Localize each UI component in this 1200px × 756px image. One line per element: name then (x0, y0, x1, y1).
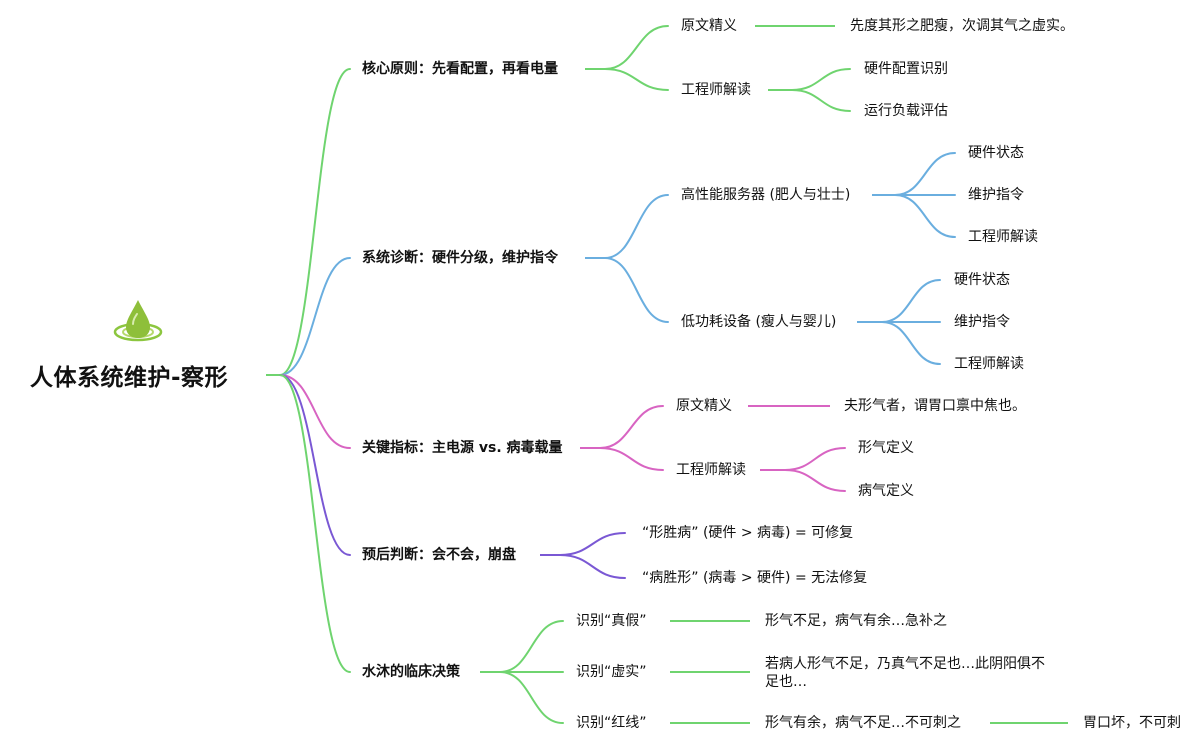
leaf-quote-2: 夫形气者，谓胃口禀中焦也。 (844, 398, 1026, 414)
branch-clinical-decision: 水沐的临床决策 (362, 664, 460, 680)
node-high-performance: 高性能服务器 (肥人与壮士) (681, 187, 851, 203)
connector-line (791, 68, 851, 91)
connector-line (881, 279, 941, 323)
leaf-engineer: 工程师解读 (968, 229, 1038, 245)
connector-line (599, 447, 664, 471)
connector-line (599, 405, 664, 449)
node-unrepairable: “病胜形” (病毒 > 硬件) = 无法修复 (642, 570, 868, 586)
leaf-urgent-tonify: 形气不足，病气有余…急补之 (765, 613, 947, 629)
leaf-engineer-2: 工程师解读 (954, 356, 1024, 372)
connector-line (279, 68, 351, 376)
node-original-text-2: 原文精义 (676, 398, 732, 414)
connector-line (604, 257, 669, 323)
branch-core-principle: 核心原则：先看配置，再看电量 (362, 61, 558, 77)
leaf-original-quote: 先度其形之肥瘦，次调其气之虚实。 (850, 18, 1074, 34)
connector-line (604, 68, 669, 91)
root-title: 人体系统维护-察形 (30, 365, 229, 391)
node-repairable: “形胜病” (硬件 > 病毒) = 可修复 (642, 525, 854, 541)
leaf-no-needle: 形气有余，病气不足…不可刺之 (765, 715, 961, 731)
node-engineer-reading-2: 工程师解读 (676, 462, 746, 478)
node-identify-true-false: 识别“真假” (576, 613, 647, 629)
leaf-yin-yang-deficiency: 若病人形气不足，乃真气不足也…此阴阳俱不足也… (765, 656, 1045, 690)
connector-line (894, 194, 956, 238)
connector-line (784, 469, 846, 492)
connector-line (279, 257, 351, 376)
connector-line (604, 25, 669, 70)
node-identify-deficiency: 识别“虚实” (576, 664, 647, 680)
connector-line (559, 532, 626, 556)
leaf-form-qi-def: 形气定义 (858, 440, 914, 456)
connector-line (279, 374, 351, 449)
connector-line (881, 321, 941, 365)
leaf-disease-qi-def: 病气定义 (858, 483, 914, 499)
connector-line (279, 374, 351, 673)
connector-line (499, 620, 564, 673)
leaf-maint-cmd-2: 维护指令 (954, 314, 1010, 330)
leaf-hw-state: 硬件状态 (968, 145, 1024, 161)
node-identify-redline: 识别“红线” (576, 715, 647, 731)
connector-line (894, 152, 956, 196)
leaf-stomach-broken: 胃口坏，不可刺 (1083, 715, 1181, 731)
branch-prognosis: 预后判断：会不会，崩盘 (362, 547, 516, 563)
branch-key-indicators: 关键指标：主电源 vs. 病毒载量 (362, 440, 563, 456)
node-original-text: 原文精义 (681, 18, 737, 34)
node-engineer-reading: 工程师解读 (681, 82, 751, 98)
branch-system-diagnosis: 系统诊断：硬件分级，维护指令 (362, 250, 558, 266)
leaf-hw-state-2: 硬件状态 (954, 272, 1010, 288)
drop-logo-icon (112, 296, 164, 348)
connector-line (499, 671, 564, 724)
connector-line (784, 447, 846, 471)
connector-line (604, 194, 669, 259)
connector-line (791, 89, 851, 112)
node-low-power: 低功耗设备 (瘦人与婴儿) (681, 314, 837, 330)
leaf-maint-cmd: 维护指令 (968, 187, 1024, 203)
leaf-load-eval: 运行负载评估 (864, 103, 948, 119)
connector-line (279, 374, 351, 556)
connector-line (559, 554, 626, 579)
leaf-hardware-config: 硬件配置识别 (864, 61, 948, 77)
